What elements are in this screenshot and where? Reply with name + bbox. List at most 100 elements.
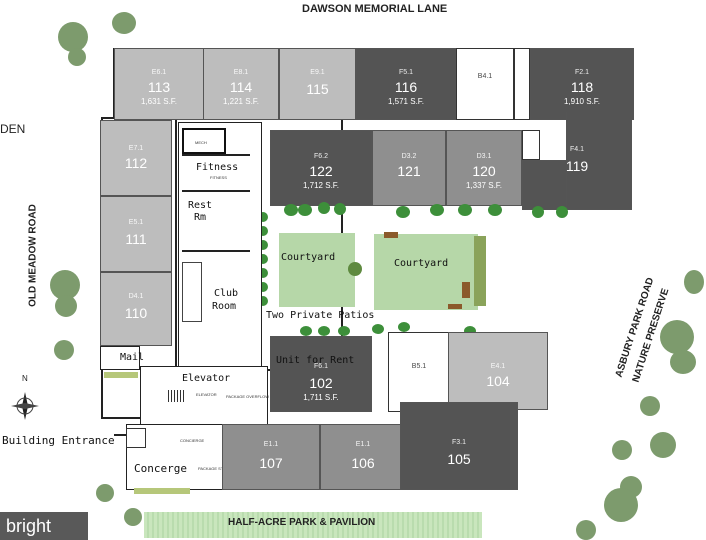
tree <box>640 396 660 416</box>
unit-number: 106 <box>351 455 375 471</box>
unit-code: E1.1 <box>263 441 279 448</box>
label-fitness[interactable]: Fitness <box>196 162 239 173</box>
tree <box>112 12 136 34</box>
unit-106[interactable]: E1.1 106 <box>320 424 406 490</box>
unit-116[interactable]: F5.1 116 1,571 S.F. <box>356 48 456 120</box>
street-old-meadow-road: OLD MEADOW ROAD <box>27 204 39 307</box>
tree <box>670 350 696 374</box>
unit-118[interactable]: F2.1 118 1,910 S.F. <box>530 48 634 120</box>
unit-code: B5.1 <box>411 363 427 370</box>
unit-104[interactable]: E4.1 104 <box>448 332 548 410</box>
label-rest-line1[interactable]: Rest <box>188 200 213 211</box>
unit-120[interactable]: D3.1 120 1,337 S.F. <box>446 130 522 206</box>
unit-119[interactable]: F4.1 119 <box>566 112 632 210</box>
unit-code: F3.1 <box>451 439 466 446</box>
unit-sqft: 1,631 S.F. <box>140 97 178 106</box>
tree <box>124 508 142 526</box>
unit-sqft: 1,571 S.F. <box>387 97 425 106</box>
unit-sqft: 1,337 S.F. <box>465 181 503 190</box>
unit-code: E7.1 <box>128 145 144 152</box>
label-club-line1[interactable]: Club <box>214 288 239 299</box>
tree <box>58 22 88 52</box>
shrub <box>556 206 568 218</box>
unit-code: F6.1 <box>313 363 328 370</box>
unit-111[interactable]: E5.1 111 <box>100 196 172 272</box>
unit-code: D3.2 <box>401 153 417 160</box>
unit-number: 122 <box>309 163 333 179</box>
unit-number: 114 <box>229 79 253 95</box>
shrub <box>258 254 268 264</box>
unit-code: E6.1 <box>151 69 167 76</box>
shrub <box>298 204 312 216</box>
unit-sqft: 1,712 S.F. <box>302 181 340 190</box>
shrub <box>318 202 330 214</box>
unit-sqft: 1,711 S.F. <box>303 393 339 402</box>
shrub <box>258 282 268 292</box>
unit-b5-1[interactable]: B5.1 <box>388 332 450 412</box>
unit-code: F5.1 <box>398 69 413 76</box>
unit-number: 118 <box>570 79 594 95</box>
unit-sqft: 1,221 S.F. <box>222 97 260 106</box>
shrub <box>488 204 502 216</box>
unit-number: 120 <box>472 163 496 179</box>
planter <box>134 488 190 494</box>
shrub <box>396 206 410 218</box>
unit-number: 111 <box>125 231 147 247</box>
label-elevator-small: ELEVATOR <box>196 392 217 397</box>
label-rest-line2[interactable]: Rm <box>194 212 207 223</box>
label-mail[interactable]: Mail <box>120 352 145 363</box>
unit-number: 104 <box>486 373 510 389</box>
unit-110[interactable]: D4.1 110 <box>100 272 172 346</box>
unit-102[interactable]: F6.1 102 1,711 S.F. <box>270 336 372 412</box>
entrance-arrow <box>114 434 126 436</box>
unit-code: F4.1 <box>569 146 584 153</box>
tree <box>55 295 77 317</box>
unit-121[interactable]: D3.2 121 <box>372 130 446 206</box>
tree <box>604 488 638 522</box>
unit-code: F2.1 <box>574 69 589 76</box>
unit-122[interactable]: F6.2 122 1,712 S.F. <box>270 130 372 206</box>
label-club-line2[interactable]: Room <box>212 301 237 312</box>
compass-north: N <box>22 374 28 383</box>
label-package-storage: PACKAGE STORAGE <box>198 466 238 471</box>
shrub <box>338 326 350 336</box>
unit-number: 112 <box>124 155 148 171</box>
shrub <box>334 203 346 215</box>
shrub <box>348 262 362 276</box>
unit-107[interactable]: E1.1 107 <box>222 424 320 490</box>
label-mech: MECH <box>195 140 207 145</box>
tree <box>54 340 74 360</box>
bench <box>384 232 398 238</box>
shrub <box>258 296 268 306</box>
label-unit-for-rent[interactable]: Unit for Rent <box>276 355 355 366</box>
label-concierge[interactable]: Concerge <box>134 462 187 475</box>
mech-room <box>182 128 226 154</box>
stair-block <box>514 48 530 120</box>
unit-112[interactable]: E7.1 112 <box>100 120 172 196</box>
tree <box>660 320 694 354</box>
label-building-entrance[interactable]: Building Entrance <box>2 434 115 447</box>
unit-number: 119 <box>565 158 589 174</box>
stair-block <box>522 130 540 160</box>
wall <box>182 190 250 192</box>
unit-code: F6.2 <box>313 153 328 160</box>
shrub <box>258 240 268 250</box>
unit-code: D3.1 <box>476 153 492 160</box>
tree <box>650 432 676 458</box>
label-fitness-small: FITNESS <box>210 175 227 180</box>
unit-number: 102 <box>309 375 333 391</box>
unit-b4-1[interactable]: B4.1 <box>456 48 514 120</box>
courtyard-right[interactable] <box>374 234 478 310</box>
planter <box>104 372 138 378</box>
courtyard-left[interactable] <box>279 233 355 307</box>
shrub <box>372 324 384 334</box>
park-strip[interactable] <box>144 512 482 538</box>
unit-113[interactable]: E6.1 113 1,631 S.F. <box>114 48 204 120</box>
unit-code: B4.1 <box>477 73 493 80</box>
unit-115[interactable]: E9.1 115 <box>279 48 356 120</box>
unit-number: 113 <box>147 79 171 95</box>
unit-114[interactable]: E8.1 114 1,221 S.F. <box>203 48 279 120</box>
unit-sqft: 1,910 S.F. <box>563 97 601 106</box>
label-elevator[interactable]: Elevator <box>182 373 231 384</box>
unit-105[interactable]: F3.1 105 <box>400 402 518 490</box>
